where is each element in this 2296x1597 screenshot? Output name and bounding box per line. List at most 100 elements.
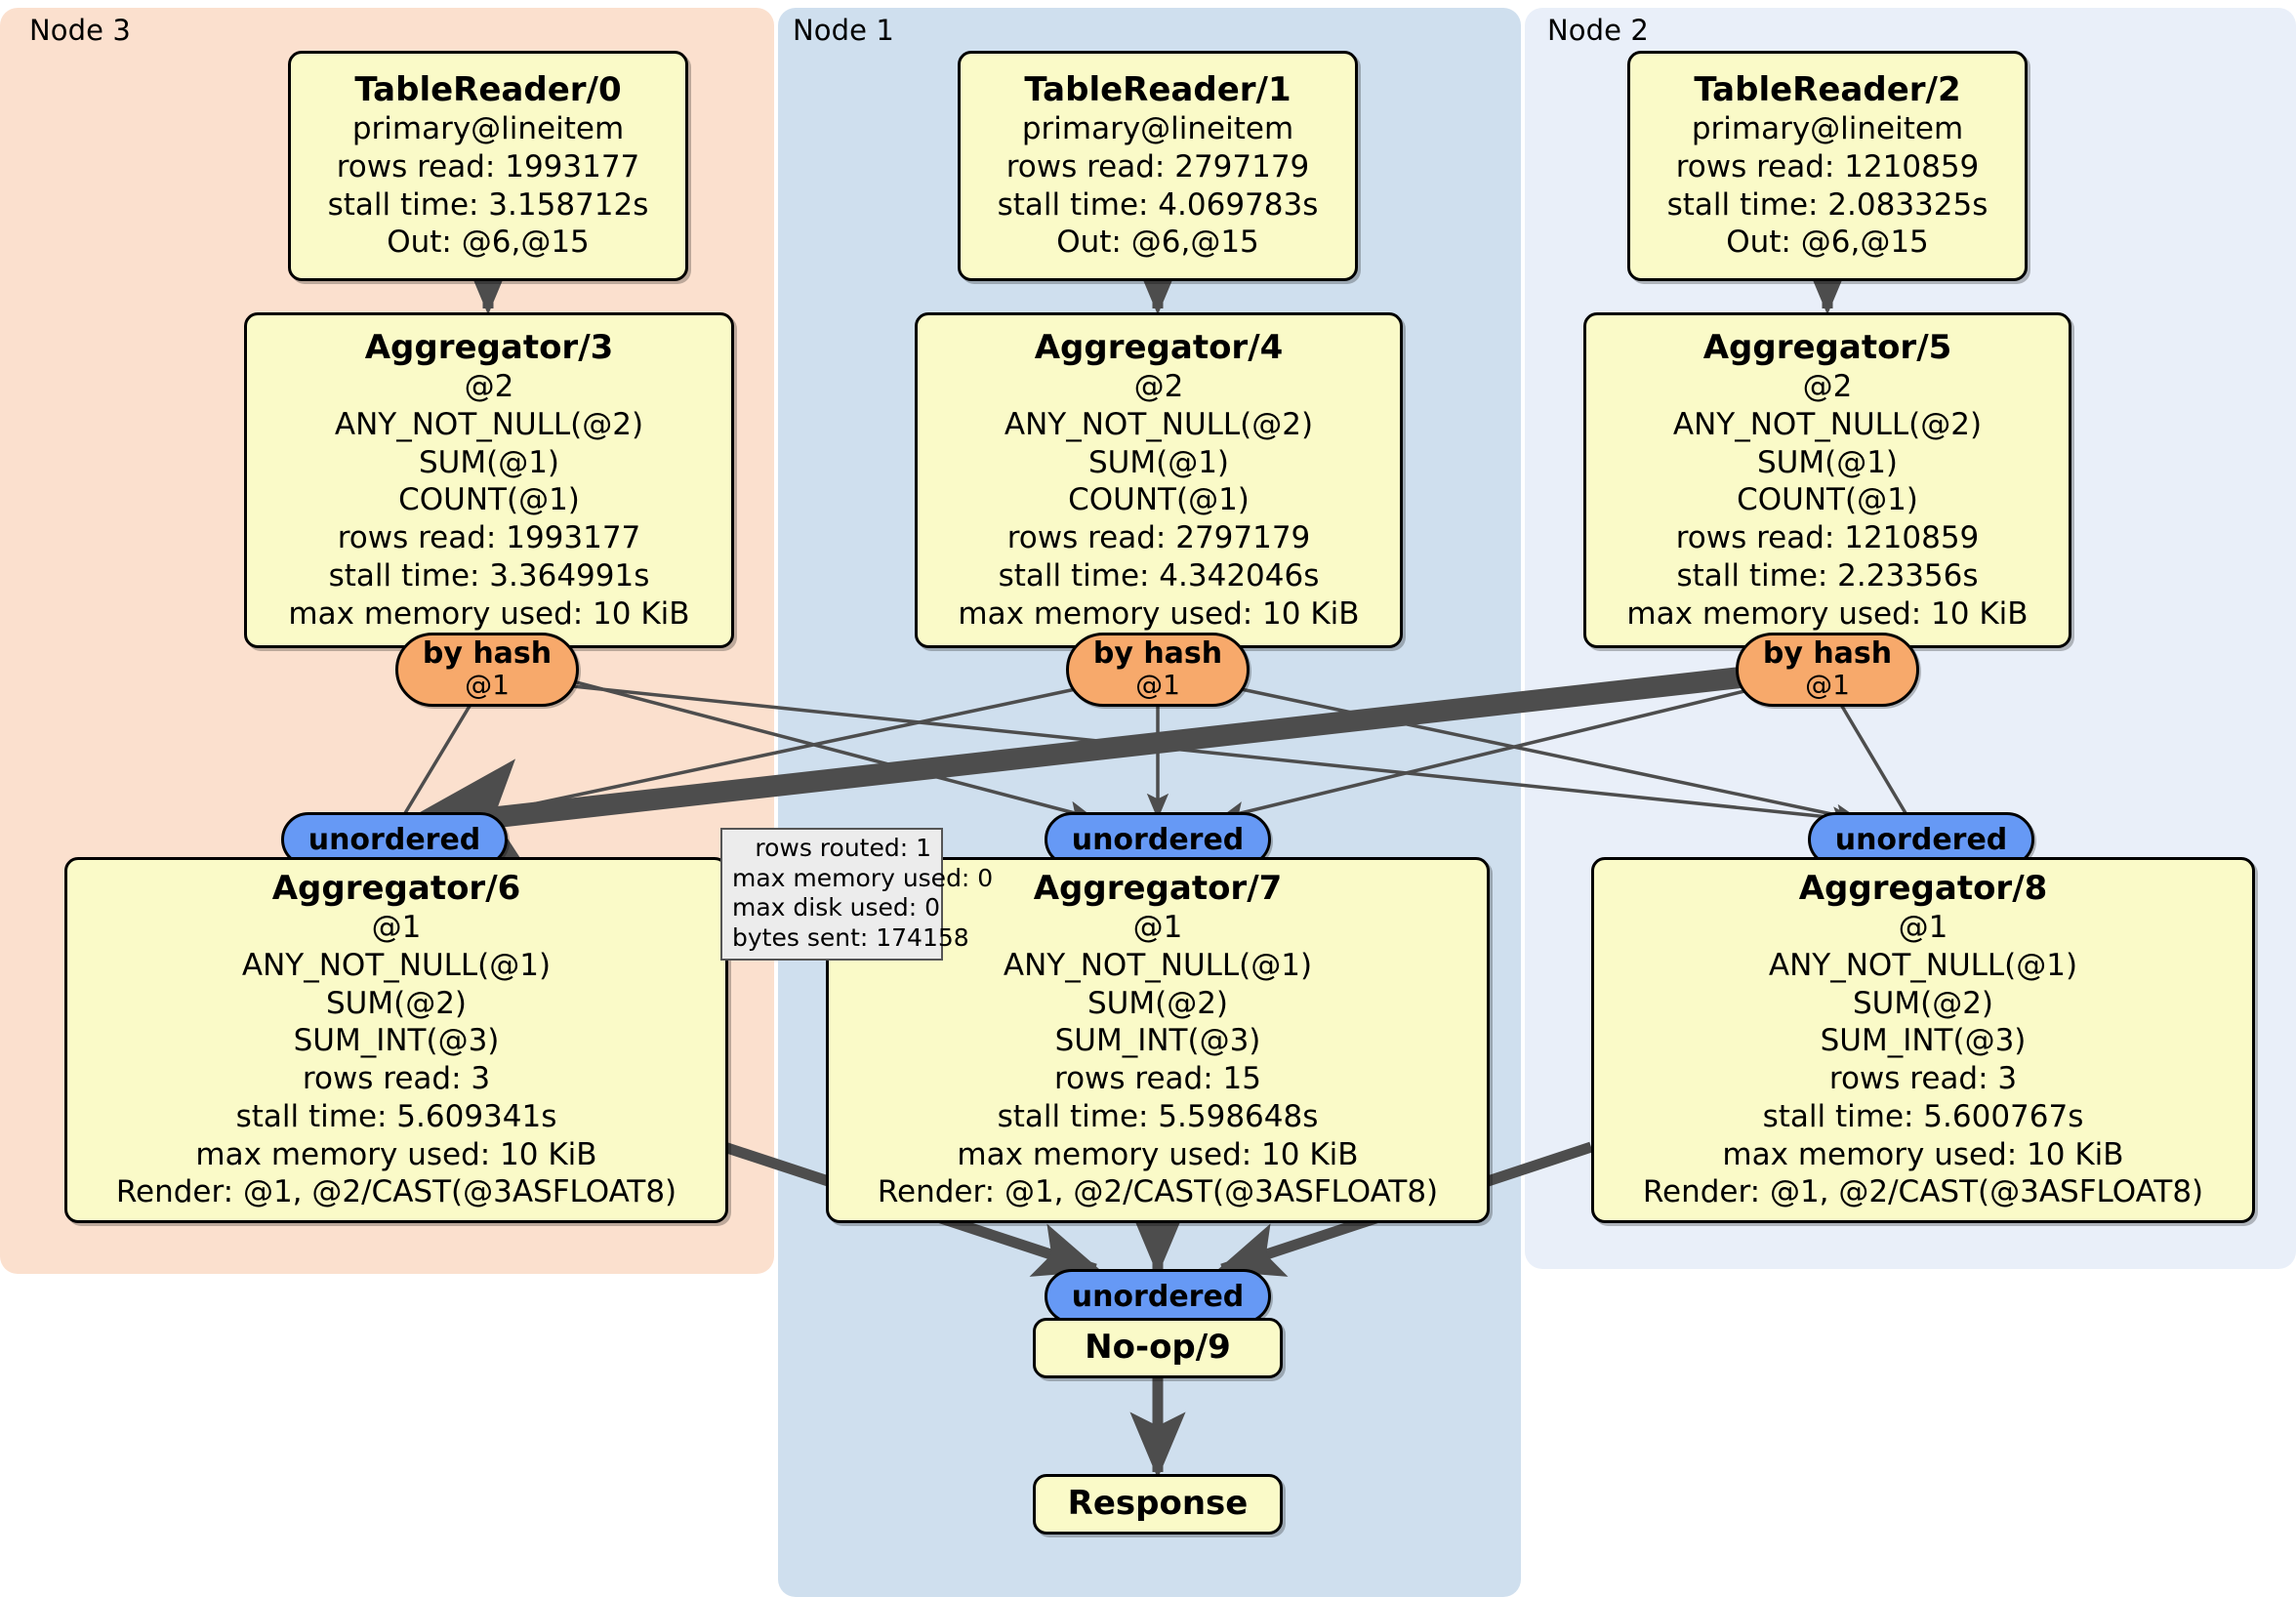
node-line: SUM_INT(@3): [1054, 1023, 1261, 1059]
node-line: stall time: 5.598648s: [997, 1098, 1319, 1134]
node-line: stall time: 5.609341s: [235, 1098, 557, 1134]
node-line: rows read: 2797179: [1006, 520, 1311, 556]
node-line: stall time: 4.342046s: [998, 557, 1320, 594]
cluster-node-2-label: Node 2: [1547, 14, 1649, 47]
node-line: Render: @1, @2/CAST(@3ASFLOAT8): [115, 1174, 677, 1210]
node-line: Out: @6,@15: [1726, 225, 1929, 261]
node-line: primary@lineitem: [351, 111, 625, 147]
node-line: SUM(@2): [1086, 985, 1229, 1021]
node-line: SUM_INT(@3): [1820, 1023, 2027, 1059]
cluster-node-1-label: Node 1: [793, 14, 894, 47]
node-line: Out: @6,@15: [387, 225, 590, 261]
node-title: Aggregator/3: [364, 327, 614, 367]
node-aggregator-4[interactable]: Aggregator/4 @2 ANY_NOT_NULL(@2) SUM(@1)…: [915, 312, 1403, 648]
router-column: @1: [1805, 669, 1850, 702]
node-line: max memory used: 10 KiB: [957, 1136, 1359, 1172]
node-no-op-9[interactable]: No-op/9: [1033, 1318, 1283, 1378]
router-by-hash-left[interactable]: by hash @1: [395, 633, 579, 707]
router-unordered-right[interactable]: unordered: [1808, 812, 2034, 867]
router-label: unordered: [308, 822, 481, 857]
edge-stats-tooltip: rows routed: 1 max memory used: 0 max di…: [720, 828, 994, 961]
router-label: by hash: [1092, 636, 1223, 672]
node-line: COUNT(@1): [398, 482, 580, 518]
node-line: SUM(@2): [1852, 985, 1994, 1021]
node-table-reader-0[interactable]: TableReader/0 primary@lineitem rows read…: [288, 51, 688, 281]
node-line: @2: [464, 369, 514, 405]
node-line: max memory used: 10 KiB: [288, 595, 690, 632]
node-line: @2: [1802, 369, 1853, 405]
node-line: ANY_NOT_NULL(@1): [1003, 947, 1313, 983]
node-line: ANY_NOT_NULL(@1): [1768, 947, 2078, 983]
node-line: SUM(@1): [418, 444, 560, 480]
node-line: COUNT(@1): [1068, 482, 1250, 518]
tooltip-line: max memory used: 0: [732, 863, 994, 892]
node-line: @2: [1133, 369, 1184, 405]
node-line: SUM_INT(@3): [293, 1023, 500, 1059]
router-by-hash-right[interactable]: by hash @1: [1736, 633, 1919, 707]
node-line: rows read: 15: [1054, 1061, 1261, 1097]
node-line: rows read: 1210859: [1675, 148, 1980, 184]
router-column: @1: [1135, 669, 1180, 702]
node-line: @1: [1132, 910, 1183, 946]
node-line: rows read: 3: [1828, 1061, 2018, 1097]
node-line: stall time: 5.600767s: [1762, 1098, 2084, 1134]
node-line: rows read: 1993177: [336, 148, 640, 184]
router-by-hash-mid[interactable]: by hash @1: [1066, 633, 1250, 707]
node-line: stall time: 3.364991s: [328, 557, 650, 594]
node-title: Aggregator/5: [1702, 327, 1952, 367]
node-title: Aggregator/6: [271, 868, 521, 908]
tooltip-line: rows routed: 1: [755, 834, 931, 862]
node-aggregator-7[interactable]: Aggregator/7 @1 ANY_NOT_NULL(@1) SUM(@2)…: [826, 857, 1490, 1223]
node-line: rows read: 3: [302, 1061, 491, 1097]
node-line: stall time: 3.158712s: [327, 186, 649, 223]
node-line: @1: [371, 910, 422, 946]
node-line: stall time: 4.069783s: [997, 186, 1319, 223]
node-title: Aggregator/4: [1034, 327, 1284, 367]
router-unordered-bottom[interactable]: unordered: [1045, 1269, 1271, 1324]
router-label: unordered: [1071, 1279, 1245, 1314]
node-line: stall time: 2.083325s: [1666, 186, 1988, 223]
router-label: unordered: [1834, 822, 2008, 857]
router-column: @1: [465, 669, 510, 702]
node-aggregator-5[interactable]: Aggregator/5 @2 ANY_NOT_NULL(@2) SUM(@1)…: [1583, 312, 2071, 648]
node-line: max memory used: 10 KiB: [1722, 1136, 2124, 1172]
node-line: Render: @1, @2/CAST(@3ASFLOAT8): [877, 1174, 1439, 1210]
node-title: TableReader/0: [354, 69, 622, 109]
router-label: by hash: [422, 636, 553, 672]
node-line: SUM(@2): [325, 985, 468, 1021]
node-aggregator-3[interactable]: Aggregator/3 @2 ANY_NOT_NULL(@2) SUM(@1)…: [244, 312, 734, 648]
cluster-node-3-label: Node 3: [29, 14, 131, 47]
router-label: by hash: [1762, 636, 1893, 672]
node-line: Out: @6,@15: [1056, 225, 1259, 261]
node-title: No-op/9: [1085, 1328, 1231, 1368]
node-line: max memory used: 10 KiB: [958, 595, 1360, 632]
node-line: COUNT(@1): [1737, 482, 1918, 518]
node-response[interactable]: Response: [1033, 1474, 1283, 1535]
node-line: max memory used: 10 KiB: [195, 1136, 597, 1172]
node-title: Aggregator/7: [1033, 868, 1283, 908]
node-line: SUM(@1): [1756, 444, 1899, 480]
node-line: SUM(@1): [1087, 444, 1230, 480]
node-aggregator-8[interactable]: Aggregator/8 @1 ANY_NOT_NULL(@1) SUM(@2)…: [1591, 857, 2255, 1223]
node-title: Aggregator/8: [1798, 868, 2048, 908]
node-line: ANY_NOT_NULL(@2): [1672, 406, 1983, 442]
node-line: ANY_NOT_NULL(@2): [334, 406, 644, 442]
node-table-reader-1[interactable]: TableReader/1 primary@lineitem rows read…: [958, 51, 1358, 281]
node-line: ANY_NOT_NULL(@1): [241, 947, 552, 983]
node-line: ANY_NOT_NULL(@2): [1004, 406, 1314, 442]
tooltip-line: bytes sent: 174158: [732, 922, 969, 952]
node-line: primary@lineitem: [1021, 111, 1294, 147]
node-table-reader-2[interactable]: TableReader/2 primary@lineitem rows read…: [1627, 51, 2028, 281]
node-line: primary@lineitem: [1691, 111, 1964, 147]
node-line: rows read: 2797179: [1005, 148, 1310, 184]
node-line: max memory used: 10 KiB: [1626, 595, 2029, 632]
tooltip-line: max disk used: 0: [732, 893, 941, 921]
node-title: TableReader/2: [1694, 69, 1961, 109]
node-line: @1: [1898, 910, 1948, 946]
router-label: unordered: [1071, 822, 1245, 857]
node-title: Response: [1067, 1484, 1249, 1524]
node-aggregator-6[interactable]: Aggregator/6 @1 ANY_NOT_NULL(@1) SUM(@2)…: [64, 857, 728, 1223]
node-line: rows read: 1993177: [337, 520, 641, 556]
node-line: Render: @1, @2/CAST(@3ASFLOAT8): [1642, 1174, 2204, 1210]
node-title: TableReader/1: [1024, 69, 1292, 109]
